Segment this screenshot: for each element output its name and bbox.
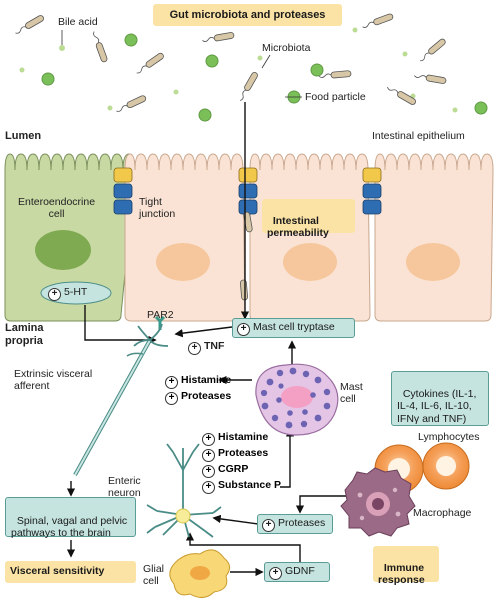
epithelial-cell-2 <box>124 153 246 322</box>
mast-cell-output-list: +Histamine +Proteases <box>165 373 231 405</box>
enteric-neuron-shape <box>146 443 222 538</box>
lymphocytes-shape <box>374 442 470 494</box>
enteric-neuron-output-item: +CGRP <box>202 462 281 478</box>
epithelial-cell-3 <box>249 153 371 322</box>
afferent-nerve <box>73 323 169 476</box>
macrophage-label: Macrophage <box>413 507 472 519</box>
cytokines-text: Cytokines (IL-1, IL-4, IL-6, IL-10, IFNγ… <box>397 387 477 425</box>
enteric-neuron-soma <box>175 508 191 524</box>
five-ht-label: +5-HT <box>48 286 87 301</box>
proteases-box-text: Proteases <box>278 517 326 529</box>
plus-icon: + <box>269 567 282 580</box>
plus-icon: + <box>202 433 215 446</box>
bile-acid-label: Bile acid <box>58 16 98 28</box>
visceral-sensitivity-text: Visceral sensitivity <box>10 565 105 577</box>
enteric-neuron-label: Enteric neuron <box>108 475 141 500</box>
lamina-propria-label: Lamina propria <box>5 322 44 347</box>
plus-icon: + <box>202 449 215 462</box>
microbiota-bacteria <box>15 13 447 112</box>
bile-acid-dots <box>19 27 458 113</box>
mast-cell-tryptase-box: +Mast cell tryptase <box>232 318 355 338</box>
spinal-pathways-text: Spinal, vagal and pelvic pathways to the… <box>11 514 128 540</box>
plus-icon: + <box>262 519 275 532</box>
intestinal-permeability-box: Intestinal permeability <box>262 199 355 239</box>
plus-icon: + <box>202 465 215 478</box>
macrophage-shape <box>340 467 416 537</box>
tnf-label: +TNF <box>188 340 224 355</box>
mast-cell-output-item: +Histamine <box>165 373 231 389</box>
immune-response-box: Immune response <box>373 546 439 586</box>
plus-icon: + <box>188 342 201 355</box>
par2-label: PAR2 <box>147 309 174 321</box>
intestinal-permeability-text: Intestinal permeability <box>267 214 329 240</box>
plus-icon: + <box>48 288 61 301</box>
lymphocytes-label: Lymphocytes <box>418 431 480 443</box>
mast-cell-label: Mast cell <box>340 381 363 406</box>
enteroendocrine-cell-label: Enteroendocrine cell <box>18 196 96 221</box>
gdnf-box: +GDNF <box>264 562 330 582</box>
spinal-pathways-box: Spinal, vagal and pelvic pathways to the… <box>5 497 136 540</box>
proteases-box: +Proteases <box>257 514 333 534</box>
tight-junction-proteins <box>113 167 382 215</box>
gdnf-text: GDNF <box>285 565 315 577</box>
five-ht-text: 5-HT <box>64 286 88 298</box>
enteric-neuron-output-item: +Proteases <box>202 446 281 462</box>
epithelial-cell-4 <box>374 153 494 322</box>
title-box: Gut microbiota and proteases <box>153 4 342 26</box>
tnf-text: TNF <box>204 340 225 352</box>
mast-cell-output-item: +Proteases <box>165 389 231 405</box>
immune-response-text: Immune response <box>378 561 425 587</box>
lumen-label: Lumen <box>5 130 42 142</box>
cytokines-box: Cytokines (IL-1, IL-4, IL-6, IL-10, IFNγ… <box>391 371 489 426</box>
enteroendocrine-cell-shape <box>4 153 136 322</box>
enteric-neuron-output-list: +Histamine +Proteases +CGRP +Substance P <box>202 430 281 494</box>
mast-cell-shape <box>255 363 339 436</box>
tight-junction-label: Tight junction <box>139 196 176 221</box>
plus-icon: + <box>202 481 215 494</box>
mast-cell-tryptase-text: Mast cell tryptase <box>253 321 335 333</box>
extrinsic-visceral-afferent-label: Extrinsic visceral afferent <box>14 368 93 393</box>
leaking-bacteria <box>239 211 253 301</box>
visceral-sensitivity-box: Visceral sensitivity <box>5 561 136 583</box>
intestinal-epithelium-label: Intestinal epithelium <box>372 130 465 142</box>
microbiota-label: Microbiota <box>262 42 311 54</box>
plus-icon: + <box>237 323 250 336</box>
title-text: Gut microbiota and proteases <box>169 9 326 21</box>
enteric-neuron-output-item: +Substance P <box>202 478 281 494</box>
food-particle-label: Food particle <box>305 91 366 103</box>
plus-icon: + <box>165 376 178 389</box>
plus-icon: + <box>165 392 178 405</box>
enteric-neuron-output-item: +Histamine <box>202 430 281 446</box>
glial-cell-shape <box>169 549 230 598</box>
glial-cell-label: Glial cell <box>143 563 165 588</box>
